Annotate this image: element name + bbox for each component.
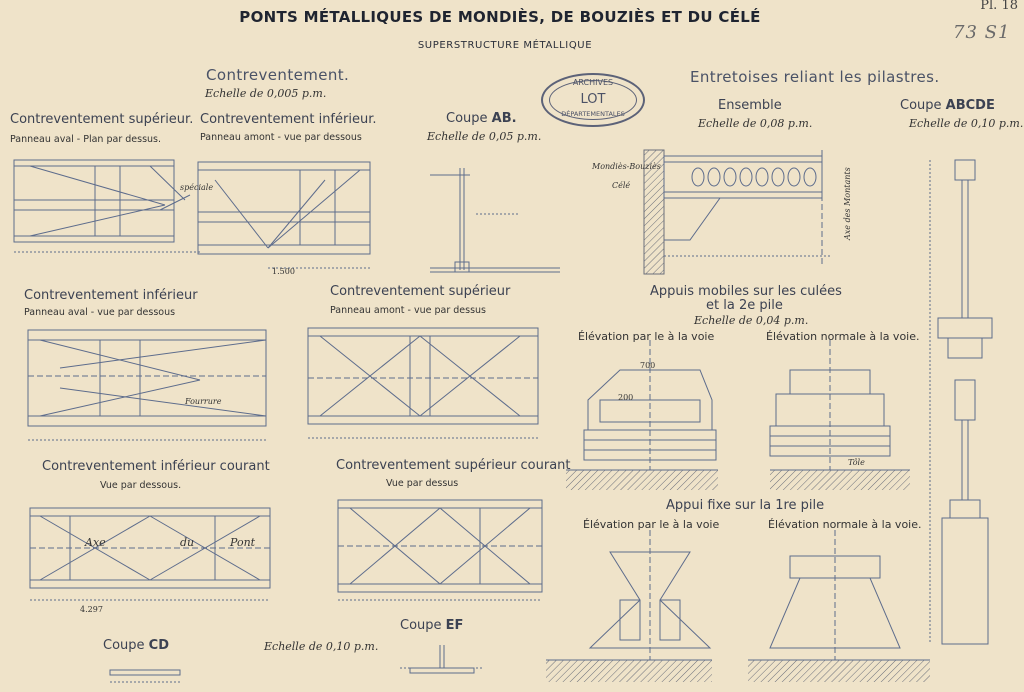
entretoise-web-openings (691, 167, 817, 187)
contrev-inf-courant-title: Contreventement inférieur courant (42, 459, 270, 474)
plate-number: Pl. 18 (980, 0, 1018, 13)
diagram-coupe-cd (109, 669, 181, 683)
diagram-contrev-sup (13, 159, 200, 253)
contreventement-scale: Echelle de 0,005 p.m. (205, 87, 327, 100)
diagram-contrev-inf-courant (29, 507, 271, 601)
coupe-ab-scale: Echelle de 0,05 p.m. (427, 130, 542, 143)
diagram-coupe-abcde (929, 159, 993, 645)
contrev-sup-courant-caption: Vue par dessus (386, 478, 459, 489)
coupe-ab-title: Coupe AB. (446, 111, 517, 126)
contrev-inf-courant-caption: Vue par dessous. (100, 480, 182, 491)
entretoises-ensemble-scale: Echelle de 0,08 p.m. (698, 117, 813, 130)
coupe-ab-id: AB. (491, 111, 517, 126)
plate-title: PONTS MÉTALLIQUES DE MONDIÈS, DE BOUZIÈS… (239, 8, 761, 26)
contrev-sup-title: Contreventement supérieur. (10, 112, 194, 127)
plate-subtitle: SUPERSTRUCTURE MÉTALLIQUE (417, 40, 593, 51)
dim-700: 700 (640, 361, 655, 370)
appuis-mobiles-title: Appuis mobiles sur les culées (650, 284, 842, 299)
diagram-entretoises-ensemble (643, 149, 830, 275)
coupe-cd-title: Coupe CD (103, 638, 169, 653)
appui-fixe-title: Appui fixe sur la 1re pile (666, 498, 825, 513)
label-mondies-bouzies: Mondiès-Bouziès (591, 162, 661, 171)
label-axe: Axe (84, 536, 106, 549)
contreventement-title: Contreventement. (206, 66, 350, 84)
diagram-coupe-ef (400, 645, 484, 674)
coupe-ef-title: Coupe EF (400, 618, 463, 633)
contrev-inf2-title: Contreventement inférieur (24, 288, 198, 303)
stamp-bottom-text: DÉPARTEMENTALES (561, 110, 625, 118)
label-tole: Tôle (848, 458, 865, 467)
appui-fixe-elev-par: Élévation par le à la voie (583, 518, 720, 531)
stamp-top-text: ARCHIVES (572, 78, 614, 87)
coupe-cd-scale: Echelle de 0,10 p.m. (264, 640, 379, 653)
appuis-mobiles-scale: Echelle de 0,04 p.m. (694, 314, 809, 327)
diagram-appuis-mobiles-elev-normale (769, 340, 910, 490)
dim-4297: 4.297 (80, 605, 103, 614)
coupe-abcde-scale: Echelle de 0,10 p.m. (909, 117, 1024, 130)
diagram-contrev-sup-courant (337, 499, 543, 601)
dim-200: 200 (618, 393, 633, 402)
coupe-abcde-title: Coupe ABCDE (900, 98, 995, 113)
diagram-coupe-ab (430, 168, 560, 273)
diagram-contrev-inf (197, 161, 371, 269)
diagram-contrev-inf2 (27, 329, 267, 441)
coupe-abcde-label: Coupe (900, 98, 942, 113)
stamp-inner-ring (549, 80, 637, 120)
dim-1500: 1.500 (272, 267, 295, 276)
coupe-cd-label: Coupe (103, 638, 145, 653)
diagram-appuis-mobiles-elev-par (566, 340, 718, 490)
entretoises-ensemble: Ensemble (718, 98, 782, 113)
appuis-mobiles-elev-normale: Élévation normale à la voie. (766, 330, 920, 343)
label-fourrure: Fourrure (184, 397, 222, 406)
stamp-middle-text: LOT (580, 92, 606, 107)
appuis-mobiles-elev-par: Élévation par le à la voie (578, 330, 715, 343)
label-axe-des-montants: Axe des Montants (843, 167, 852, 241)
contrev-inf2-caption: Panneau aval - vue par dessous (24, 307, 176, 318)
diagram-contrev-sup2 (307, 327, 539, 439)
label-pont: Pont (229, 536, 256, 549)
coupe-ef-label: Coupe (400, 618, 442, 633)
label-du: du (180, 536, 194, 549)
coupe-ab-label: Coupe (446, 111, 488, 126)
coupe-ef-id: EF (445, 618, 464, 633)
coupe-cd-id: CD (148, 638, 170, 653)
label-cele: Célé (612, 181, 630, 190)
archive-pencil-mark: 73 S1 (953, 22, 1011, 43)
diagram-appui-fixe-elev-normale (748, 530, 930, 682)
contrev-sup2-caption: Panneau amont - vue par dessus (330, 305, 487, 316)
diagram-appui-fixe-elev-par (546, 530, 712, 682)
coupe-abcde-id: ABCDE (945, 98, 995, 113)
contrev-inf-caption: Panneau amont - vue par dessous (200, 132, 362, 143)
appuis-mobiles-title2: et la 2e pile (706, 298, 783, 313)
contrev-sup-courant-title: Contreventement supérieur courant (336, 458, 571, 473)
archives-stamp: ARCHIVES LOT DÉPARTEMENTALES (541, 73, 645, 127)
contrev-inf-title: Contreventement inférieur. (200, 112, 377, 127)
appui-fixe-elev-normale: Élévation normale à la voie. (768, 518, 922, 531)
entretoises-title: Entretoises reliant les pilastres. (690, 68, 940, 86)
label-speciale: spéciale (180, 183, 213, 192)
contrev-sup-caption: Panneau aval - Plan par dessus. (10, 134, 162, 145)
contrev-sup2-title: Contreventement supérieur (330, 284, 511, 299)
